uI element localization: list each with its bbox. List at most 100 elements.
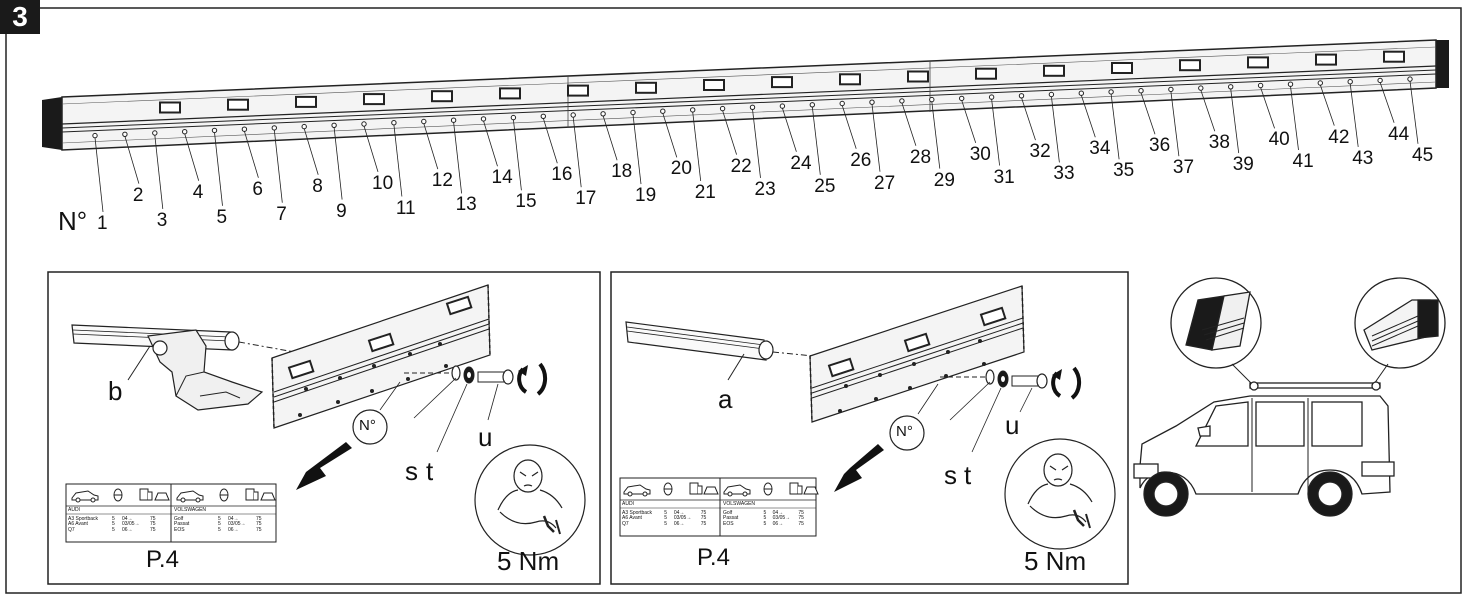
left-part-u: u — [478, 422, 493, 452]
rail-position-number: 20 — [670, 158, 692, 180]
right-table-cell: 75 — [798, 509, 804, 516]
number-leader-line — [1290, 86, 1299, 151]
rail-position-number: 29 — [933, 169, 955, 191]
right-part-t: t — [964, 460, 972, 490]
number-leader-line — [602, 115, 618, 161]
rail-position-number: 7 — [276, 203, 287, 225]
left-part-s: s — [405, 456, 418, 486]
roof-icon — [154, 492, 170, 501]
right-table-cell: 04→ — [673, 509, 685, 516]
number-leader-line — [1319, 84, 1335, 126]
rail-position-number: 17 — [575, 188, 597, 210]
rail-position-number: 40 — [1268, 129, 1290, 151]
left-part-t: t — [426, 456, 434, 486]
number-leader-line — [931, 101, 941, 169]
right-table-cell: 03/05→ — [673, 515, 692, 521]
rail-slot — [771, 76, 793, 89]
rail-position-number: 18 — [611, 161, 633, 183]
left-panel-frame — [47, 271, 601, 585]
right-table-cell: 75 — [700, 520, 707, 527]
rail-position-number: 31 — [993, 166, 1015, 188]
right-table-cell: 75 — [798, 520, 804, 527]
number-leader-line — [1200, 89, 1216, 132]
rail-end-cap-left — [42, 97, 62, 150]
roof-icon — [703, 486, 719, 495]
right-table-cell: 75 — [700, 509, 707, 516]
right-table-cell: A3 Sportback — [622, 509, 653, 516]
number-leader-line — [662, 113, 678, 158]
left-vehicle-table — [65, 483, 277, 543]
rail-slot — [295, 95, 317, 108]
left-table-cell: EOS — [174, 526, 185, 533]
number-leader-line — [94, 137, 104, 213]
rail-slot — [907, 70, 929, 83]
doc-icon — [245, 488, 259, 501]
right-panel-frame — [610, 271, 1129, 585]
car-icon — [623, 484, 651, 497]
right-part-s: s — [944, 460, 957, 490]
left-table-cell: 04→ — [122, 515, 133, 522]
left-table-cell: 5 — [218, 526, 221, 533]
left-table-cell: Q7 — [68, 526, 75, 533]
car-icon — [723, 484, 751, 497]
number-leader-line — [1349, 83, 1359, 147]
right-table-cell: Passat — [723, 515, 739, 521]
number-leader-line — [273, 129, 283, 203]
left-table-cell: A3 Sportback — [68, 515, 99, 522]
roof-icon — [260, 492, 276, 501]
right-vehicle-table — [619, 477, 819, 537]
car-icon — [71, 490, 99, 503]
outer-frame — [5, 7, 1462, 594]
number-leader-line — [1170, 91, 1180, 157]
number-leader-line — [1021, 97, 1036, 141]
foot-icon — [219, 488, 229, 502]
number-leader-line — [363, 125, 379, 173]
left-table-cell: 75 — [256, 515, 262, 522]
left-table-cell: 03/05→ — [228, 521, 246, 527]
number-leader-line — [214, 132, 223, 206]
position-prefix-label: N° — [58, 206, 88, 236]
number-leader-line — [184, 133, 200, 181]
right-table-cell: 5 — [763, 520, 767, 527]
rail-slot — [1383, 50, 1405, 63]
rail-position-number: 6 — [252, 178, 263, 200]
rail-position-number: 3 — [156, 209, 168, 231]
left-table-cell: 75 — [256, 526, 262, 533]
rail-position-number: 15 — [515, 191, 537, 213]
rail-position-number: 23 — [754, 178, 776, 200]
rail-slot — [1247, 56, 1269, 69]
rail-slot — [363, 93, 385, 106]
left-table-cell: 75 — [150, 521, 156, 527]
right-table-cell: 75 — [798, 515, 804, 521]
right-bar-illustration — [625, 321, 835, 381]
van-illustration — [1133, 277, 1446, 517]
rail-position-number: 8 — [312, 175, 323, 197]
rail-position-number: 10 — [372, 172, 394, 194]
right-table-cell: 75 — [700, 515, 707, 521]
number-leader-line — [692, 111, 702, 182]
number-leader-line — [811, 106, 821, 175]
left-table-row: EOS 5 06→ 75 — [174, 526, 274, 534]
number-leader-line — [752, 109, 761, 178]
rail-slot — [703, 79, 725, 91]
car-icon — [176, 490, 204, 503]
right-fasteners — [917, 366, 1081, 453]
foot-icon — [763, 482, 773, 496]
left-table-brand-2: VOLSWAGEN — [174, 507, 207, 513]
number-leader-line — [722, 110, 737, 155]
right-table-brand-2: VOLSWAGEN — [723, 501, 756, 507]
rail-position-number: 19 — [635, 185, 657, 207]
left-table-cell: 06→ — [228, 526, 239, 533]
left-table-cell: 75 — [256, 521, 262, 527]
rail-position-number: 2 — [132, 184, 144, 206]
